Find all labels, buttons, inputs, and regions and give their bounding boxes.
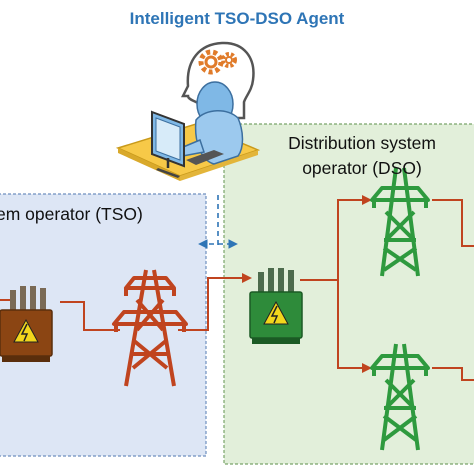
agent-body bbox=[170, 81, 244, 165]
tso-tower-icon bbox=[112, 269, 188, 387]
desk-edge-right bbox=[180, 150, 258, 181]
tso-label: em operator (TSO) bbox=[0, 204, 143, 224]
dso-label-line-1: Distribution system bbox=[288, 133, 436, 153]
diagram-title: Intelligent TSO-DSO Agent bbox=[129, 9, 345, 28]
small-gear-icon bbox=[221, 52, 237, 68]
dso-transformer-icon bbox=[249, 268, 303, 344]
dso-upper-tower-icon bbox=[370, 167, 430, 277]
gear-icon bbox=[198, 49, 224, 75]
tso-transformer-icon bbox=[0, 286, 53, 362]
dso-label: Distribution system operator (DSO) bbox=[252, 131, 472, 181]
agent-operator-link bbox=[198, 195, 238, 249]
power-lines bbox=[0, 195, 474, 381]
dso-label-line-2: operator (DSO) bbox=[302, 158, 422, 178]
computer-monitor-icon bbox=[151, 110, 185, 178]
keyboard bbox=[186, 150, 224, 165]
dso-lower-tower-icon bbox=[370, 343, 430, 451]
